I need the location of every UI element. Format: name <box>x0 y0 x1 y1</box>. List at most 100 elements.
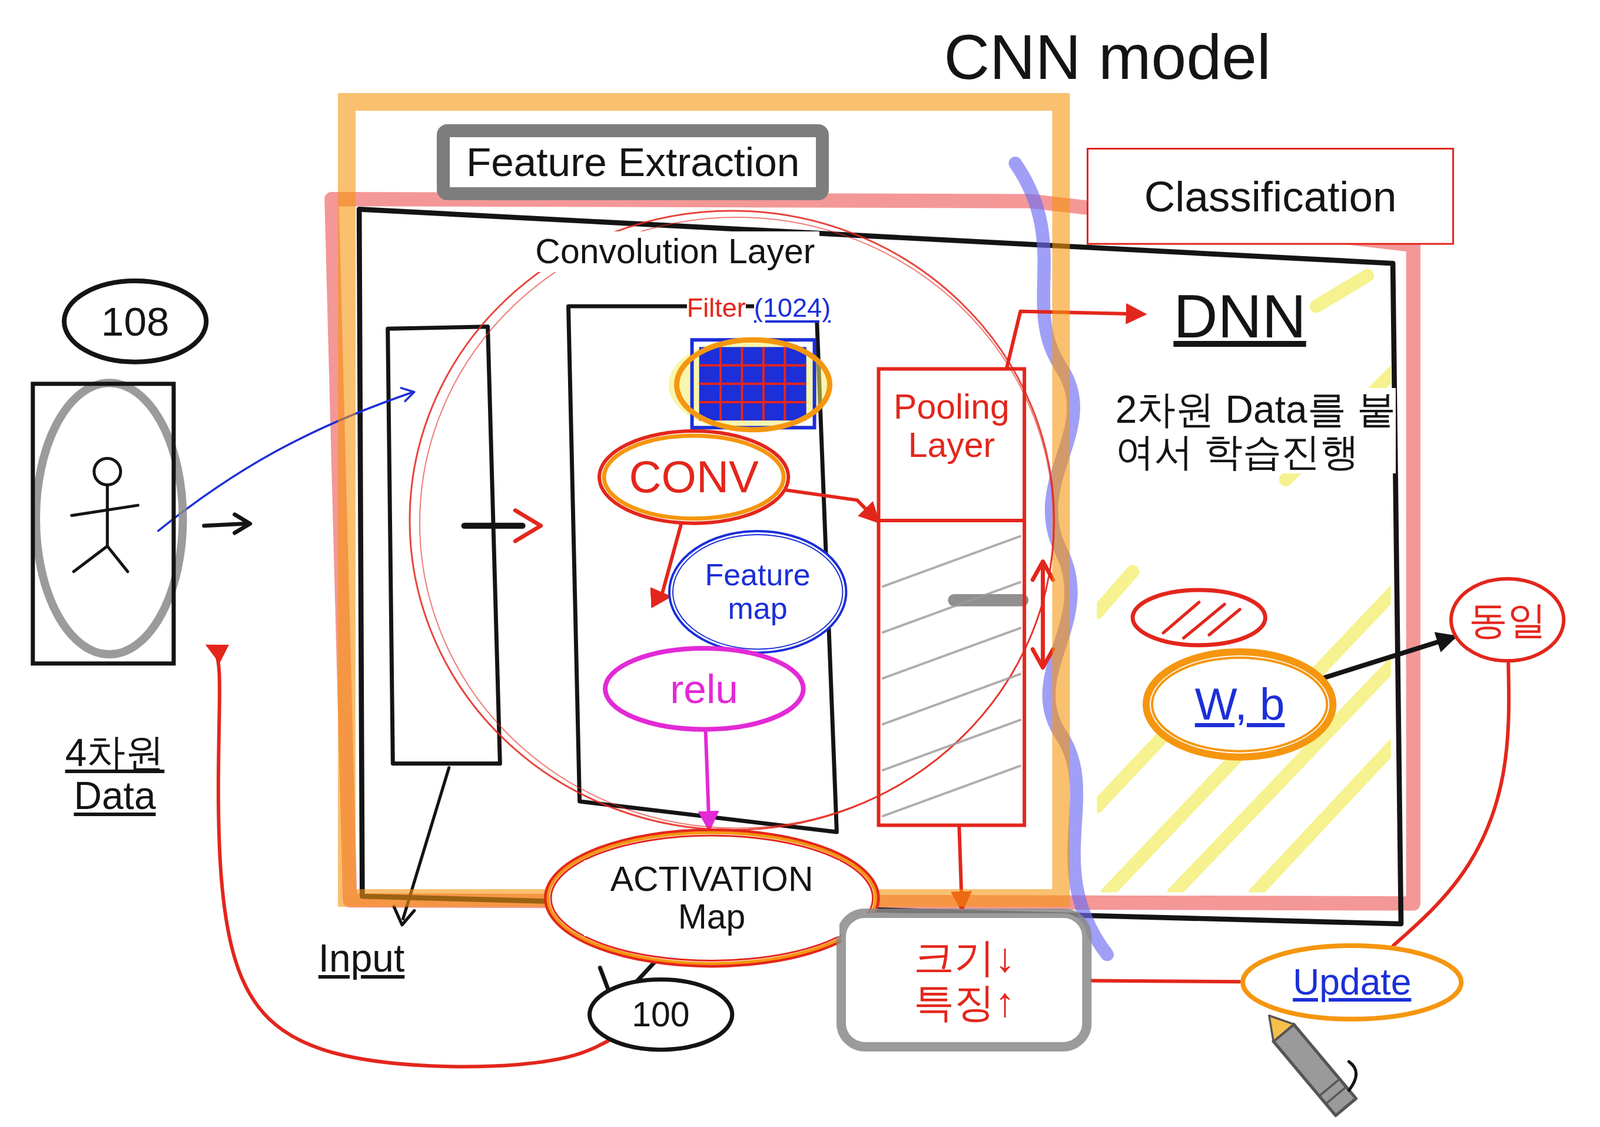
kernel-circle <box>676 339 830 430</box>
kernel-grid <box>698 364 806 367</box>
weights-ellipse: W, b <box>1142 648 1337 761</box>
arrow-head <box>234 514 251 533</box>
feature-extraction-region: Filter (1024) CONV Feature map relu Pooling L… <box>346 101 1061 898</box>
outer-frame <box>331 198 1413 904</box>
outline-ellipse <box>589 978 732 1050</box>
outline-ellipse <box>64 280 207 363</box>
text-holder: relu <box>602 645 807 733</box>
node-text: Filter <box>686 293 746 323</box>
relu-ellipse: relu <box>602 645 807 733</box>
connector <box>1325 636 1455 678</box>
update-ellipse: Update <box>1239 942 1465 1022</box>
data-box <box>32 383 174 664</box>
pool-hatch <box>881 581 1022 633</box>
arrow-head <box>400 387 415 402</box>
activation-map-ellipse: ACTIVATION Map <box>543 827 881 968</box>
dnn-heading: DNN <box>1142 270 1337 363</box>
text-holder: 동일 <box>1448 576 1566 663</box>
connector <box>1091 980 1240 982</box>
outline-ellipse <box>603 435 784 519</box>
convolution-layer-region: Filter (1024) CONV Feature map relu Pooling L… <box>407 208 1057 832</box>
text-holder: CONV <box>596 428 791 526</box>
outline-ellipse <box>1146 651 1333 758</box>
outline-ellipse <box>669 530 846 653</box>
outline-ellipse <box>409 210 1055 830</box>
text-holder: 100 <box>586 976 735 1052</box>
outline-ellipse <box>605 648 804 730</box>
count-ellipse: 100 <box>586 976 735 1052</box>
cursor-swirl <box>1349 1061 1357 1091</box>
outline-ellipse <box>672 534 843 649</box>
node-text: Pooling Layer <box>887 387 1016 465</box>
title-wrap: CNN model <box>943 22 1271 92</box>
count-ellipse: 108 <box>61 277 209 365</box>
highlight-stroke <box>1255 734 1392 892</box>
highlight-stroke <box>1107 581 1392 892</box>
connector <box>1006 311 1143 368</box>
input-data-box: 4차원 Data <box>20 375 210 822</box>
kernel-outline <box>691 339 815 428</box>
conv-ellipse: CONV <box>596 428 791 526</box>
node-text: 크기↓ <box>913 934 1016 980</box>
node-text: Update <box>1292 961 1412 1003</box>
node-text: relu <box>669 666 739 712</box>
node-text: 특징↑ <box>913 979 1016 1025</box>
connector <box>208 646 609 1067</box>
grey-bar <box>954 593 1023 607</box>
text-holder: 108 <box>61 277 209 365</box>
yellow-highlight <box>1096 275 1391 892</box>
flow-arrow <box>464 522 523 529</box>
outline-ellipse <box>1242 945 1462 1019</box>
text-holder: ACTIVATION Map <box>543 827 881 968</box>
label-wrap: Input <box>318 936 405 979</box>
connector <box>705 732 710 828</box>
node-text: 동일 <box>1468 598 1547 642</box>
grey-box <box>841 913 1087 1047</box>
outline-ellipse <box>545 830 879 966</box>
outline-ellipse <box>548 832 876 964</box>
kernel-fill <box>698 346 806 421</box>
outline-ellipse <box>1451 578 1564 661</box>
text-holder: W, b <box>1142 648 1337 761</box>
node-text: Classification <box>1144 173 1397 221</box>
node-text: CONV <box>629 452 759 502</box>
text-holder: Classification <box>1086 147 1455 245</box>
classification-box: Classification <box>1086 147 1455 245</box>
pool-hatch <box>881 719 1022 771</box>
node-text: (1024) <box>754 293 831 323</box>
text-holder: 크기↓특징↑ <box>836 908 1092 1052</box>
pool-outline <box>878 369 1025 826</box>
pool-hatch <box>881 765 1022 817</box>
node-text: ACTIVATION Map <box>583 860 839 937</box>
region-outline <box>346 101 1061 898</box>
highlight-stroke <box>1173 653 1391 893</box>
outline-ellipse <box>599 430 789 524</box>
input-label: Input <box>318 936 405 979</box>
node-text: Feature map <box>691 558 824 626</box>
scribble-circle <box>1132 589 1266 646</box>
text-holder: DNN <box>1142 270 1337 363</box>
outline-ellipse <box>1152 657 1327 752</box>
outline-ellipse <box>550 835 873 961</box>
outline-ellipse <box>419 217 1054 828</box>
input-column <box>387 326 501 764</box>
model-frame <box>359 208 1402 924</box>
pooling-layer-box: Pooling Layer <box>877 367 1027 827</box>
pool-hatch <box>881 673 1022 725</box>
text-holder: Pooling Layer <box>877 367 1027 827</box>
node-text: 4차원 Data <box>38 731 192 817</box>
effect-box: 크기↓특징↑ <box>836 908 1092 1052</box>
feature-map-ellipse: Feature map <box>667 529 848 655</box>
region-heading: Feature Extraction <box>436 124 829 200</box>
figure-body <box>71 484 138 572</box>
node-text: DNN <box>1173 282 1306 350</box>
figure-head <box>93 457 121 485</box>
arrow-head <box>393 906 415 925</box>
pencil-body <box>1273 1023 1356 1115</box>
node-text: W, b <box>1194 679 1286 729</box>
connector <box>1393 663 1509 946</box>
text-holder: Update <box>1239 942 1465 1022</box>
double-arrow <box>1040 563 1045 666</box>
kernel-grid <box>698 400 806 404</box>
